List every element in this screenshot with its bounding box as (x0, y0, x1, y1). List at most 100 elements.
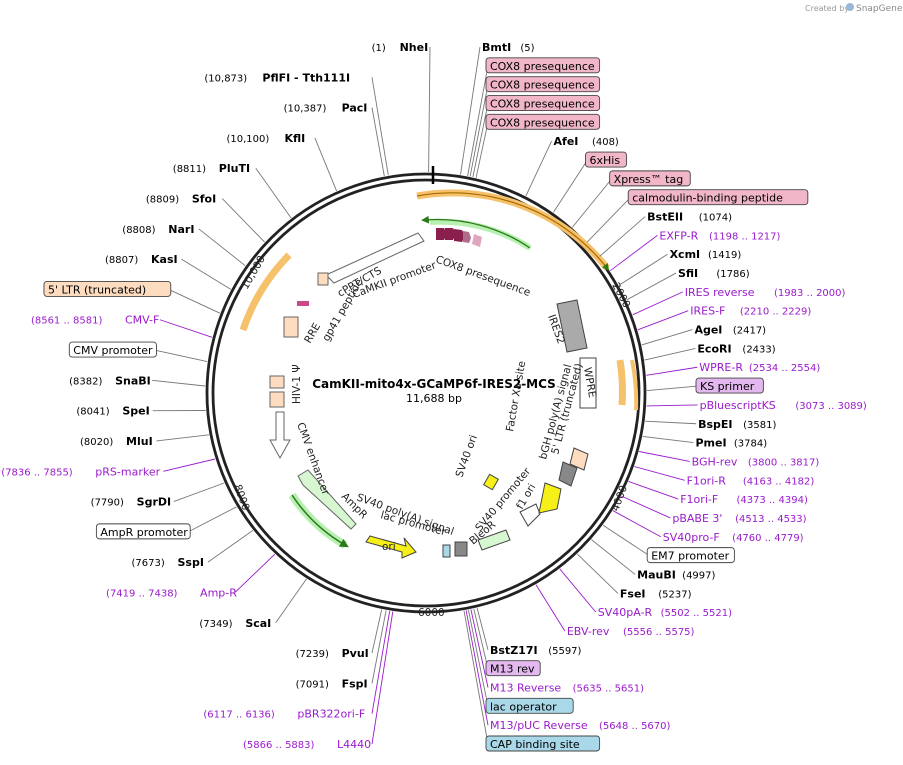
map-label-enzyme[interactable]: SgrDI(7790) (91, 496, 171, 509)
map-label-primer[interactable]: F1ori-R(4163 .. 4182) (687, 474, 815, 487)
map-label-enzyme[interactable]: KflI(10,100) (226, 132, 305, 145)
map-label-enzyme[interactable]: EcoRI(2433) (697, 342, 775, 355)
left-label-column: NheI(1) PflFI - Tth111I(10,873) PacI(10,38… (1, 41, 428, 751)
leader-line (467, 609, 489, 707)
leader-line (476, 607, 489, 650)
map-label-primer[interactable]: IRES reverse(1983 .. 2000) (685, 286, 846, 299)
leader-line (469, 84, 489, 177)
enzyme-position: (8020) (80, 437, 113, 448)
map-label-feature[interactable]: KS primer (695, 377, 764, 394)
map-label-feature[interactable]: COX8 presequence (485, 57, 601, 74)
map-label-feature[interactable]: COX8 presequence (485, 95, 601, 111)
map-label-enzyme[interactable]: BspEI(3581) (698, 418, 776, 431)
enzyme-name: BmtI (482, 41, 511, 54)
map-label-enzyme[interactable]: SpeI(8041) (76, 405, 149, 418)
enzyme-name: AgeI (694, 324, 722, 337)
map-label-enzyme[interactable]: PmeI(3784) (695, 437, 767, 450)
enzyme-position: (1419) (708, 250, 741, 261)
map-label-primer[interactable]: L4440(5866 .. 5883) (243, 738, 371, 751)
enzyme-name: SnaBI (115, 374, 151, 387)
map-label-feature[interactable]: CMV promoter (68, 341, 157, 358)
map-label-enzyme[interactable]: FspI(7091) (296, 677, 368, 690)
tick-label: 6000 (418, 607, 445, 619)
primer-position: (6117 .. 6136) (203, 710, 275, 721)
map-label-enzyme[interactable]: MluI(8020) (80, 435, 153, 448)
map-label-primer[interactable]: M13 Reverse(5635 .. 5651) (490, 681, 644, 694)
leader-line (371, 77, 389, 176)
map-label-primer[interactable]: pRS-marker(7836 .. 7855) (1, 465, 160, 478)
map-label-enzyme[interactable]: SnaBI(8382) (69, 374, 151, 387)
map-label-primer[interactable]: pBR322ori-F(6117 .. 6136) (203, 708, 365, 721)
enzyme-position: (8811) (173, 164, 206, 175)
primer-name: EXFP-R (659, 229, 698, 242)
map-label-primer[interactable]: CMV-F(8561 .. 8581) (31, 314, 159, 327)
orange-arc (239, 252, 292, 332)
map-label-enzyme[interactable]: AfeI(408) (554, 135, 619, 148)
map-label-enzyme[interactable]: KasI(8807) (105, 253, 178, 266)
map-label-primer[interactable]: pBABE 3'(4513 .. 4533) (672, 512, 806, 525)
map-label-primer[interactable]: WPRE-R(2534 .. 2554) (699, 361, 820, 374)
enzyme-position: (7239) (296, 649, 329, 660)
map-label-feature[interactable]: lac operator (485, 697, 574, 714)
map-label-enzyme[interactable]: NarI(8808) (122, 223, 194, 236)
map-label-enzyme[interactable]: PflFI - Tth111I(10,873) (204, 71, 350, 84)
map-label-enzyme[interactable]: FseI(5237) (620, 587, 692, 600)
map-label-feature[interactable]: 6xHis (585, 151, 627, 168)
map-label-enzyme[interactable]: PluTI(8811) (173, 162, 250, 175)
enzyme-position: (10,873) (204, 73, 247, 84)
map-label-feature[interactable]: EM7 promoter (646, 547, 735, 564)
map-label-enzyme[interactable]: BstEII(1074) (647, 211, 732, 224)
bleor-arrow (477, 529, 511, 551)
feature-label-box (485, 660, 541, 677)
map-label-enzyme[interactable]: AgeI(2417) (694, 324, 766, 337)
leader-line (314, 137, 338, 192)
map-label-feature[interactable]: COX8 presequence (485, 113, 601, 130)
primer-name: pBluescriptKS (700, 399, 776, 412)
map-label-enzyme[interactable]: BstZ17I(5597) (490, 644, 582, 657)
map-label-feature[interactable]: calmodulin-binding peptide (627, 189, 809, 206)
primer-position: (4373 .. 4394) (736, 495, 808, 506)
leader-line (472, 103, 489, 178)
map-label-primer[interactable]: Amp-R(7419 .. 7438) (106, 586, 237, 599)
map-label-primer[interactable]: EBV-rev(5556 .. 5575) (567, 625, 695, 638)
leader-line (642, 435, 694, 444)
enzyme-position: (7790) (91, 498, 124, 509)
map-label-primer[interactable]: BGH-rev(3800 .. 3817) (692, 455, 820, 468)
map-label-primer[interactable]: M13/pUC Reverse(5648 .. 5670) (490, 719, 671, 732)
wpre-box (579, 357, 597, 409)
feature-label-text: 6xHis (589, 154, 620, 167)
map-label-feature[interactable]: Xpress™ tag (609, 170, 691, 187)
map-label-enzyme[interactable]: MauBI(4997) (637, 568, 715, 581)
map-label-primer[interactable]: IRES-F(2210 .. 2229) (690, 305, 811, 318)
map-label-enzyme[interactable]: BmtI(5) (482, 41, 535, 54)
leader-line (646, 366, 698, 376)
map-label-enzyme[interactable]: SspI(7673) (132, 556, 204, 569)
map-label-enzyme[interactable]: NheI(1) (372, 41, 429, 54)
map-label-enzyme[interactable]: PacI(10,387) (284, 102, 368, 115)
map-label-primer[interactable]: F1ori-F(4373 .. 4394) (680, 493, 808, 506)
map-label-feature[interactable]: 5' LTR (truncated) (43, 280, 172, 297)
leader-line (187, 506, 237, 533)
map-label-primer[interactable]: SV40pA-R(5502 .. 5521) (598, 606, 732, 619)
sv40-ori-box (482, 473, 500, 491)
leader-line (525, 140, 552, 197)
enzyme-position: (2433) (742, 344, 775, 355)
feature-label-text: 5' LTR (truncated) (48, 283, 146, 296)
map-label-enzyme[interactable]: XcmI(1419) (670, 248, 742, 261)
map-label-primer[interactable]: pBluescriptKS(3073 .. 3089) (700, 399, 867, 412)
enzyme-position: (8808) (122, 225, 155, 236)
map-label-feature[interactable]: COX8 presequence (485, 76, 601, 93)
map-label-feature[interactable]: CAP binding site (485, 735, 601, 752)
map-label-enzyme[interactable]: ScaI(7349) (199, 617, 271, 630)
map-label-enzyme[interactable]: SfoI(8809) (146, 193, 216, 206)
leader-line (159, 319, 213, 338)
map-label-primer[interactable]: SV40pro-F(4760 .. 4779) (663, 531, 804, 544)
map-label-feature[interactable]: AmpR promoter (95, 523, 191, 540)
enzyme-position: (1) (372, 43, 386, 54)
map-label-enzyme[interactable]: SfiI(1786) (678, 267, 750, 280)
map-label-primer[interactable]: EXFP-R(1198 .. 1217) (659, 229, 780, 242)
enzyme-position: (1074) (699, 213, 732, 224)
map-label-enzyme[interactable]: PvuI(7239) (296, 647, 369, 660)
map-label-feature[interactable]: M13 rev (485, 660, 541, 677)
leader-line (371, 610, 391, 714)
